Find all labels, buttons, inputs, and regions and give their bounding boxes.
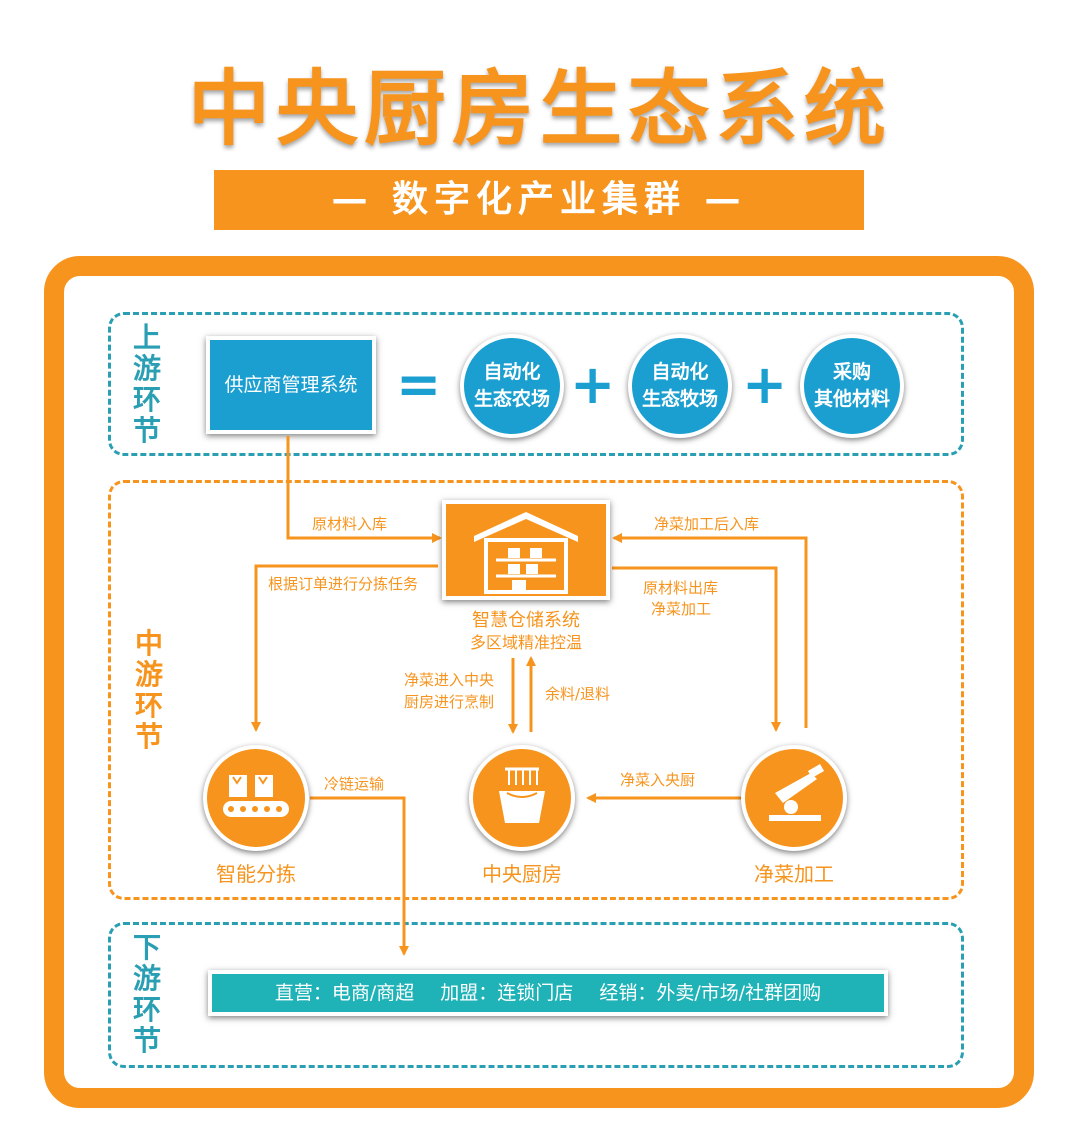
eco-ranch-line2: 生态牧场 xyxy=(641,388,718,410)
downstream-label: 下游环节 xyxy=(132,931,161,1057)
eco-farm-circle: 自动化 生态农场 xyxy=(460,334,564,438)
downstream-section xyxy=(108,922,964,1068)
flow-processed-in: 净菜加工后入库 xyxy=(654,515,760,533)
processing-label: 净菜加工 xyxy=(754,862,834,886)
warehouse-name: 智慧仓储系统 xyxy=(472,610,580,631)
kitchen-pot-icon xyxy=(499,767,545,823)
central-kitchen-circle xyxy=(469,745,575,851)
upstream-label: 上游环节 xyxy=(132,321,161,447)
subtitle-banner: — 数字化产业集群 — xyxy=(214,170,864,230)
knife-icon xyxy=(769,764,825,821)
other-materials-line1: 采购 xyxy=(832,361,871,383)
channel-distribution: 经销：外卖/市场/社群团购 xyxy=(599,982,822,1004)
eco-farm-line1: 自动化 xyxy=(483,361,541,383)
arrow-cold-chain xyxy=(310,796,409,956)
arrow-sort-task xyxy=(251,564,438,732)
sales-channels-bar: 直营：电商/商超 加盟：连锁门店 经销：外卖/市场/社群团购 xyxy=(208,970,888,1016)
midstream-label: 中游环节 xyxy=(134,627,163,753)
eco-ranch-circle: 自动化 生态牧场 xyxy=(628,334,732,438)
conveyor-icon xyxy=(223,775,289,817)
arrow-raw-out xyxy=(612,566,781,732)
flow-to-kitchen-1: 净菜进入中央 xyxy=(404,671,495,689)
equals-sign: = xyxy=(396,353,442,416)
processing-circle xyxy=(741,745,847,851)
flow-raw-out-1: 原材料出库 xyxy=(643,579,719,597)
upstream-section xyxy=(108,312,964,456)
flow-leftover: 余料/退料 xyxy=(545,685,611,703)
arrow-processed-in xyxy=(612,533,808,728)
flow-to-central: 净菜入央厨 xyxy=(620,771,696,789)
plus-sign-1: + xyxy=(570,353,616,416)
warehouse-icon xyxy=(474,512,578,594)
other-materials-line2: 其他材料 xyxy=(813,388,890,410)
arrow-raw-in xyxy=(286,436,442,543)
flow-sort-task: 根据订单进行分拣任务 xyxy=(268,575,419,593)
midstream-section xyxy=(108,480,964,900)
eco-ranch-line1: 自动化 xyxy=(651,361,709,383)
channel-franchise: 加盟：连锁门店 xyxy=(440,982,574,1004)
flow-cold-chain: 冷链运输 xyxy=(324,775,385,793)
flow-to-kitchen-2: 厨房进行烹制 xyxy=(404,693,495,711)
other-materials-circle: 采购 其他材料 xyxy=(800,334,904,438)
flow-raw-out-2: 净菜加工 xyxy=(651,600,712,618)
warehouse-box xyxy=(442,500,610,600)
channel-direct: 直营：电商/商超 xyxy=(274,982,415,1004)
flow-raw-in: 原材料入库 xyxy=(312,515,388,533)
plus-sign-2: + xyxy=(742,353,788,416)
sorting-label: 智能分拣 xyxy=(216,862,296,886)
central-kitchen-label: 中央厨房 xyxy=(482,862,562,886)
warehouse-desc: 多区域精准控温 xyxy=(469,633,582,652)
supplier-system-box: 供应商管理系统 xyxy=(206,336,376,434)
sorting-circle xyxy=(203,745,309,851)
page-title: 中央厨房生态系统 xyxy=(187,62,892,157)
eco-farm-line2: 生态农场 xyxy=(473,388,550,410)
